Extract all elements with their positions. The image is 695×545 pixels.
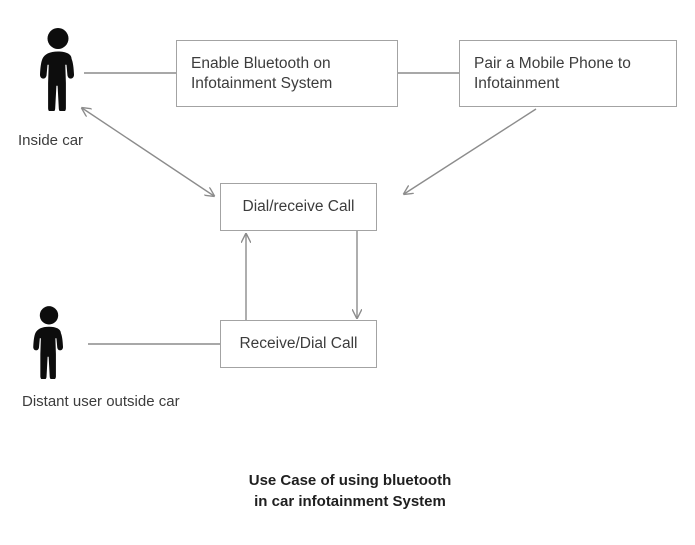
node-enable-bluetooth[interactable]: Enable Bluetooth on Infotainment System — [176, 40, 398, 107]
node-dial-receive-call[interactable]: Dial/receive Call — [220, 183, 377, 231]
inside-car-actor[interactable] — [34, 27, 82, 111]
distant-user-actor[interactable] — [28, 305, 70, 379]
node-receive-dial-call[interactable]: Receive/Dial Call — [220, 320, 377, 368]
person-icon — [39, 28, 75, 111]
edge-inside-car-to-dial-receive-call — [82, 108, 214, 196]
node-pair-mobile-phone-label: Pair a Mobile Phone to Infotainment — [474, 54, 631, 92]
node-receive-dial-call-label: Receive/Dial Call — [239, 335, 358, 352]
inside-car-actor-caption: Inside car — [18, 132, 84, 149]
edge-pair-mobile-phone-to-dial-receive-call — [404, 108, 537, 194]
figure-caption: Use Case of using bluetooth in car infot… — [248, 472, 452, 510]
node-pair-mobile-phone[interactable]: Pair a Mobile Phone to Infotainment — [459, 40, 677, 107]
node-dial-receive-call-label: Dial/receive Call — [242, 198, 355, 215]
node-enable-bluetooth-label: Enable Bluetooth on Infotainment System — [191, 54, 333, 92]
person-icon — [33, 306, 64, 379]
distant-user-actor-caption: Distant user outside car — [22, 393, 180, 410]
